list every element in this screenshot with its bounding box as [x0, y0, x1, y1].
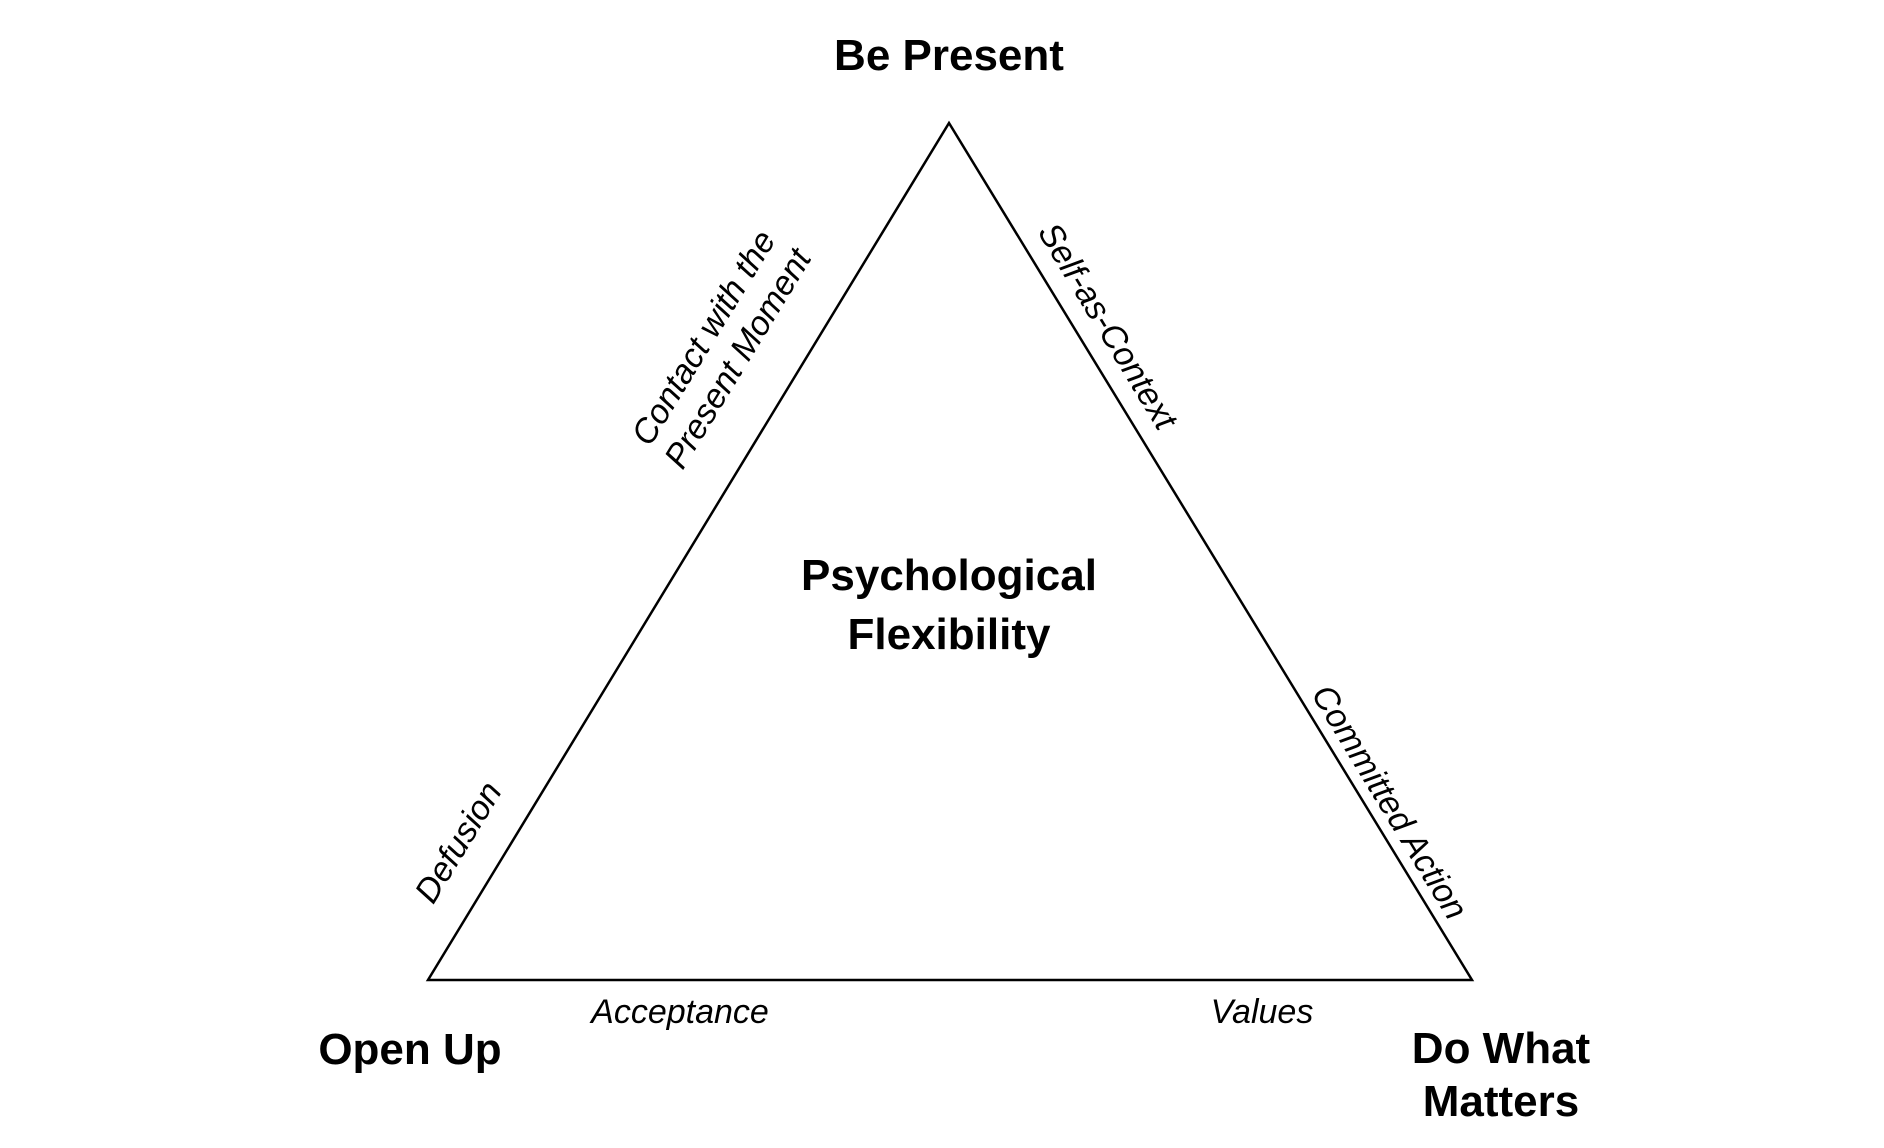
edge-label-defusion: Defusion [408, 775, 510, 909]
edge-label-committed-action: Committed Action [1304, 678, 1475, 926]
vertex-label-open-up: Open Up [318, 1025, 501, 1074]
vertex-label-do-what-matters-line1: Do What [1412, 1024, 1591, 1073]
edge-label-self-as-context: Self-as-Context [1030, 216, 1185, 437]
triangle-outline [425, 120, 1475, 982]
vertex-label-do-what-matters-line2: Matters [1423, 1077, 1580, 1126]
edge-label-defusion-group: Defusion [408, 775, 510, 909]
edge-label-self-as-context-group: Self-as-Context [1030, 216, 1185, 437]
edge-label-values: Values [1211, 993, 1314, 1031]
vertex-label-be-present: Be Present [834, 31, 1064, 80]
edge-label-contact-present-moment: Contact with the Present Moment [624, 224, 820, 475]
center-label-line1: Psychological [801, 551, 1097, 600]
edge-label-committed-action-group: Committed Action [1304, 678, 1475, 926]
center-label-line2: Flexibility [848, 610, 1051, 659]
edge-label-acceptance: Acceptance [589, 993, 769, 1031]
